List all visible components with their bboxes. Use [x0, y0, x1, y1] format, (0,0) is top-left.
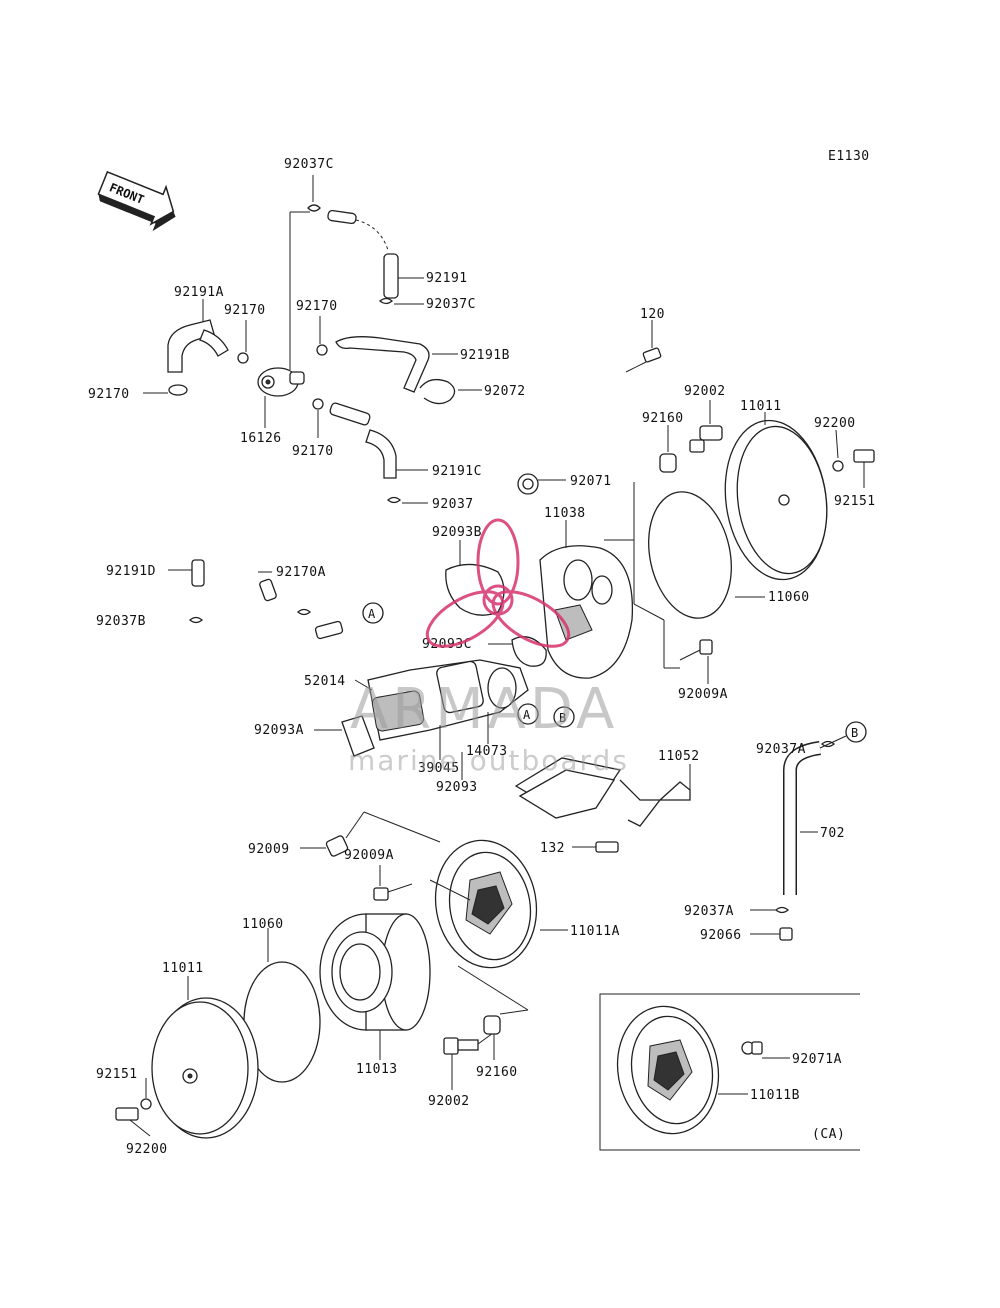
- part-label: 92170: [224, 303, 266, 318]
- part-label: 702: [820, 826, 845, 841]
- part-label: 11011A: [570, 924, 620, 939]
- part-label: 11011: [162, 961, 204, 976]
- part-label: 92037C: [426, 297, 476, 312]
- part-label: 92009: [248, 842, 290, 857]
- diagram-code: E1130: [828, 149, 870, 164]
- duct-group: A A B B: [314, 602, 867, 780]
- part-label: 92200: [126, 1142, 168, 1157]
- hose-group-upper: [143, 175, 482, 504]
- inset-label: (CA): [812, 1127, 845, 1142]
- filter-group-lower: [115, 811, 568, 1139]
- part-label: 92160: [642, 411, 684, 426]
- part-label: 92170: [88, 387, 130, 402]
- part-label: 92037B: [96, 614, 146, 629]
- part-label: 11052: [658, 749, 700, 764]
- ref-a-2: A: [523, 708, 531, 722]
- part-label: 92191C: [432, 464, 482, 479]
- bracket-group: [514, 735, 847, 941]
- part-label: 92093C: [422, 637, 472, 652]
- part-label: 16126: [240, 431, 282, 446]
- part-label: 92093B: [432, 525, 482, 540]
- part-label: 92037A: [756, 742, 806, 757]
- part-label: 92037: [432, 497, 474, 512]
- part-label: 11038: [544, 506, 586, 521]
- part-label: 92071: [570, 474, 612, 489]
- part-label: 92200: [814, 416, 856, 431]
- part-label: 92037A: [684, 904, 734, 919]
- ref-a-1: A: [368, 607, 376, 621]
- part-label: 39045: [418, 761, 460, 776]
- watermark: ARMADA marine outboards: [348, 518, 629, 777]
- part-label: 52014: [304, 674, 346, 689]
- part-label: 92191D: [106, 564, 156, 579]
- hose-92191d: [168, 495, 344, 640]
- part-label: 11013: [356, 1062, 398, 1077]
- watermark-tagline: marine outboards: [348, 744, 629, 777]
- inset-ca: (CA): [599, 993, 860, 1151]
- part-label: 92009A: [678, 687, 728, 702]
- propeller-logo-icon: [425, 518, 571, 648]
- part-label: 11060: [242, 917, 284, 932]
- part-label: 92191A: [174, 285, 224, 300]
- part-label: 14073: [466, 744, 508, 759]
- part-label: 92160: [476, 1065, 518, 1080]
- ref-b-1: B: [559, 711, 566, 725]
- part-labels: 92037C 92191 92037C 92191A 92170 92170 9…: [88, 157, 876, 1157]
- part-label: 92066: [700, 928, 742, 943]
- part-label: 92170: [296, 299, 338, 314]
- part-label: 92009A: [344, 848, 394, 863]
- part-label: 92037C: [284, 157, 334, 172]
- part-label: 92093: [436, 780, 478, 795]
- part-label: 120: [640, 307, 665, 322]
- part-label: 92191: [426, 271, 468, 286]
- part-label: 92170: [292, 444, 334, 459]
- watermark-brand: ARMADA: [350, 677, 618, 742]
- ref-b-2: B: [851, 726, 858, 740]
- part-label: 92093A: [254, 723, 304, 738]
- part-label: 132: [540, 841, 565, 856]
- cover-group-top: [445, 320, 875, 684]
- part-label: 92002: [428, 1094, 470, 1109]
- part-label: 92191B: [460, 348, 510, 363]
- part-label: 11011B: [750, 1088, 800, 1103]
- part-label: 92151: [96, 1067, 138, 1082]
- part-label: 92072: [484, 384, 526, 399]
- front-arrow-icon: FRONT: [97, 170, 176, 232]
- part-label: 92170A: [276, 565, 326, 580]
- part-label: 92151: [834, 494, 876, 509]
- part-label: 11011: [740, 399, 782, 414]
- part-label: 92002: [684, 384, 726, 399]
- part-label: 92071A: [792, 1052, 842, 1067]
- part-label: 11060: [768, 590, 810, 605]
